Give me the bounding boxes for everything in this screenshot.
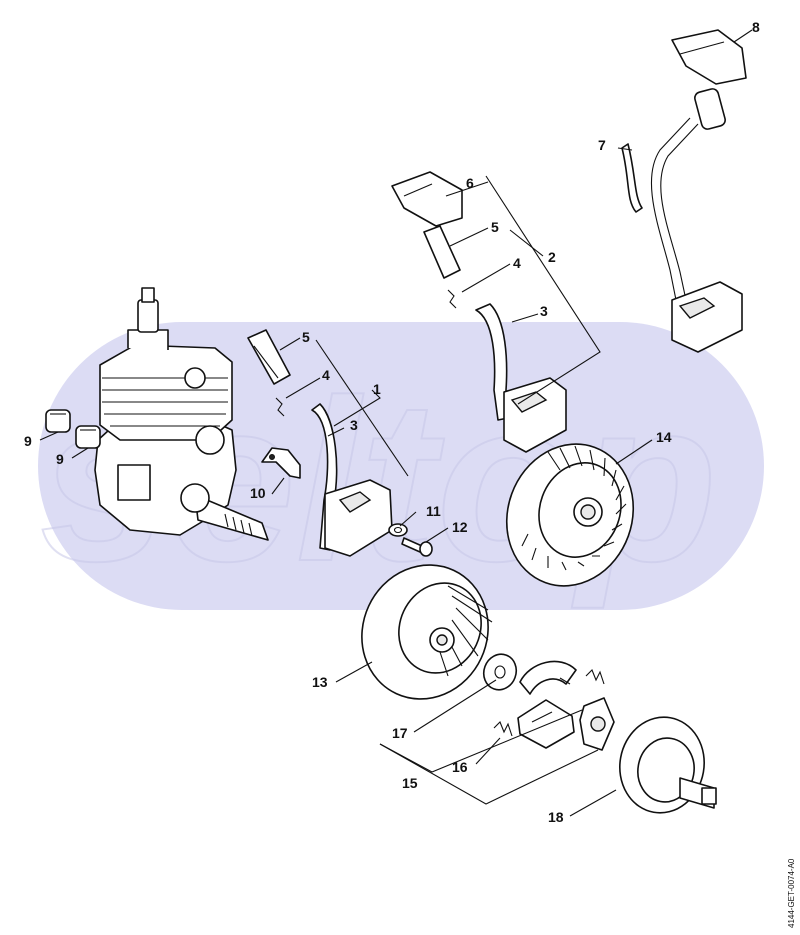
callout-5b: 5 (491, 219, 499, 235)
callout-3a: 3 (350, 417, 358, 433)
ignition-module-1 (247, 329, 393, 557)
callout-18: 18 (548, 809, 564, 825)
grommet-part-9b (75, 425, 101, 449)
drawing-code: 4144-GET-0074-A0 (787, 858, 796, 928)
callout-12: 12 (452, 519, 468, 535)
callout-2: 2 (548, 249, 556, 265)
washer-part-11 (388, 523, 408, 537)
bracket-part-10 (261, 447, 301, 479)
callout-17: 17 (392, 725, 408, 741)
callout-1: 1 (373, 381, 381, 397)
callout-5a: 5 (302, 329, 310, 345)
callouts: 1 2 3 3 4 4 5 5 6 7 8 9 9 10 11 12 13 14… (24, 19, 760, 825)
callout-13: 13 (312, 674, 328, 690)
grommet-part-9a (45, 409, 71, 433)
callout-7: 7 (598, 137, 606, 153)
engine-block (94, 287, 269, 541)
callout-11: 11 (426, 503, 441, 519)
clutch-drum-part-18 (619, 716, 717, 814)
callout-4a: 4 (322, 367, 330, 383)
callout-16: 16 (452, 759, 468, 775)
spring-part-16b (493, 721, 513, 737)
callout-14: 14 (656, 429, 672, 445)
callout-9a: 9 (24, 433, 32, 449)
screw-part-12 (401, 537, 433, 557)
leader-lines (39, 29, 753, 817)
callout-9b: 9 (56, 451, 64, 467)
ignition-lead-assembly (621, 29, 747, 353)
flywheel-part-14 (505, 443, 635, 587)
callout-8: 8 (752, 19, 760, 35)
fan-wheel-part-13 (361, 564, 493, 700)
washer-part-17 (482, 653, 518, 691)
spring-part-16a (585, 669, 605, 685)
clutch-shoe-part-15a (519, 660, 577, 695)
callout-6: 6 (466, 175, 474, 191)
callout-15: 15 (402, 775, 418, 791)
callout-4b: 4 (513, 255, 521, 271)
callout-10: 10 (250, 485, 266, 501)
clutch-carrier-part-15c (579, 697, 615, 751)
callout-3b: 3 (540, 303, 548, 319)
ignition-module-2 (391, 171, 567, 453)
clutch-shoe-part-15b (517, 699, 575, 749)
